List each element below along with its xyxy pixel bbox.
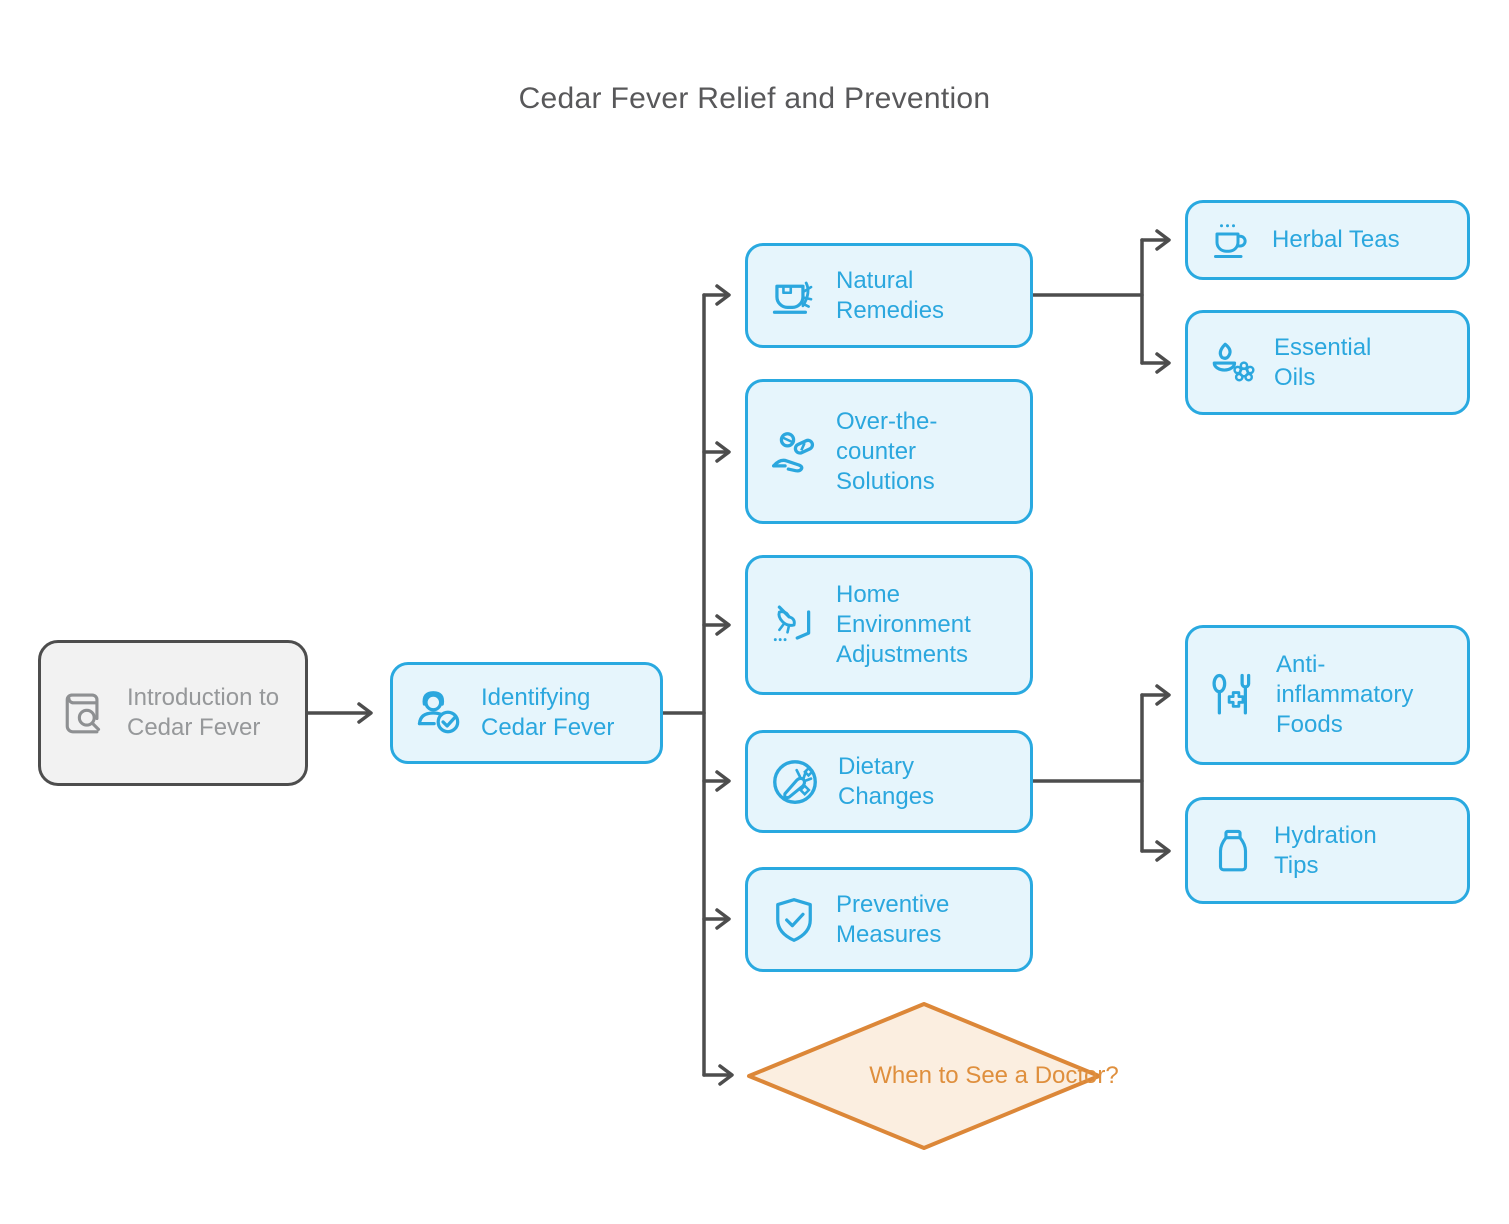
- broom-icon: [772, 605, 811, 643]
- node-natural-remedies: Natural Remedies: [745, 243, 1033, 348]
- node-preventive-measures: Preventive Measures: [745, 867, 1033, 972]
- person-check-icon: [417, 691, 460, 734]
- node-essential-oils: Essential Oils: [1185, 310, 1470, 415]
- node-label: When to See a Doctor?: [869, 1062, 1119, 1089]
- node-label: Introduction to Cedar Fever: [127, 684, 280, 741]
- node-label: Anti-inflammatory Foods: [1276, 651, 1414, 738]
- cutlery-cross-icon: [1212, 673, 1251, 715]
- herbal-cup-icon: [772, 280, 813, 314]
- node-herbal-teas: Herbal Teas: [1185, 200, 1470, 280]
- bottle-icon: [1218, 829, 1248, 871]
- node-otc-solutions: Over-the-counter Solutions: [745, 379, 1033, 524]
- book-search-icon: [65, 693, 101, 734]
- node-hydration-tips: Hydration Tips: [1185, 797, 1470, 904]
- node-label: Hydration Tips: [1274, 821, 1377, 879]
- node-identifying: Identifying Cedar Fever: [390, 662, 663, 764]
- steaming-cup-icon: [1214, 222, 1247, 258]
- carrot-icon: [773, 759, 817, 804]
- hand-pills-icon: [772, 431, 816, 473]
- node-introduction: Introduction to Cedar Fever: [38, 640, 308, 786]
- node-label: Preventive Measures: [836, 890, 950, 948]
- node-home-environment: Home Environment Adjustments: [745, 555, 1033, 695]
- shield-check-icon: [776, 897, 812, 942]
- node-label: Dietary Changes: [838, 752, 935, 810]
- node-label: Identifying Cedar Fever: [481, 684, 615, 741]
- diamond-shape: [747, 1002, 1101, 1150]
- node-label: Herbal Teas: [1272, 226, 1400, 253]
- oil-diffuser-icon: [1212, 342, 1255, 382]
- node-anti-inflammatory-foods: Anti-inflammatory Foods: [1185, 625, 1470, 765]
- node-label: Home Environment Adjustments: [836, 581, 971, 668]
- node-label: Over-the-counter Solutions: [836, 407, 938, 495]
- node-dietary-changes: Dietary Changes: [745, 730, 1033, 833]
- node-label: Essential Oils: [1274, 333, 1372, 391]
- node-label: Natural Remedies: [836, 266, 945, 324]
- page-title: Cedar Fever Relief and Prevention: [518, 82, 991, 115]
- node-when-to-see-doctor: When to See a Doctor?: [746, 1001, 1119, 1151]
